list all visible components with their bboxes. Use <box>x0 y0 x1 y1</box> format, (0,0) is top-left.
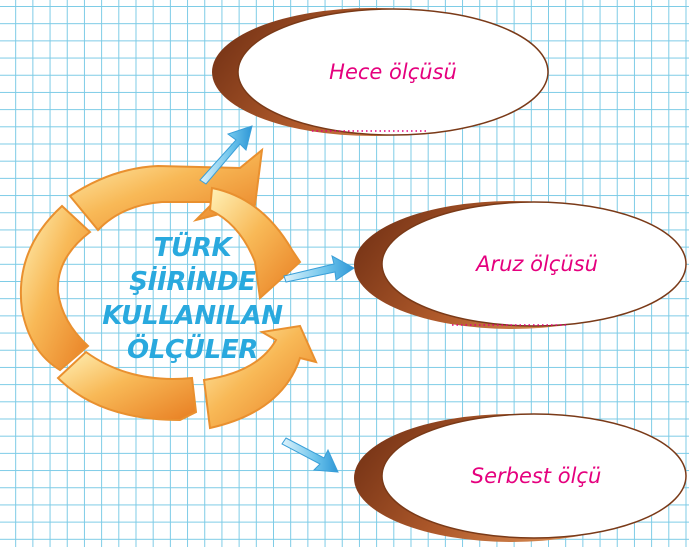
connector-arrow-2 <box>283 255 355 283</box>
ring-segment-bottom-right <box>202 324 318 430</box>
node-aruz-olcusu <box>354 201 687 329</box>
ring-segment-right <box>208 186 302 301</box>
center-title-line-1: TÜRK <box>153 233 232 264</box>
node-label-hece-olcusu: Hece ölçüsü <box>329 60 457 84</box>
node-serbest-olcu <box>354 413 687 542</box>
ring-segment-bottom-left <box>56 350 198 422</box>
node-hece-olcusu <box>212 8 549 136</box>
node-label-serbest-olcu: Serbest ölçü <box>470 464 602 488</box>
center-title-line-4: ÖLÇÜLER <box>126 334 259 365</box>
connector-arrow-3 <box>281 437 339 473</box>
ring-segment-left <box>19 204 92 372</box>
center-title-line-3: KULLANILAN <box>102 301 283 331</box>
center-title-line-2: ŞİİRİNDE <box>129 267 256 298</box>
connector-arrow-1 <box>199 125 253 185</box>
node-label-aruz-olcusu: Aruz ölçüsü <box>476 252 598 276</box>
center-title: TÜRK ŞİİRİNDE KULLANILAN ÖLÇÜLER <box>100 215 285 385</box>
